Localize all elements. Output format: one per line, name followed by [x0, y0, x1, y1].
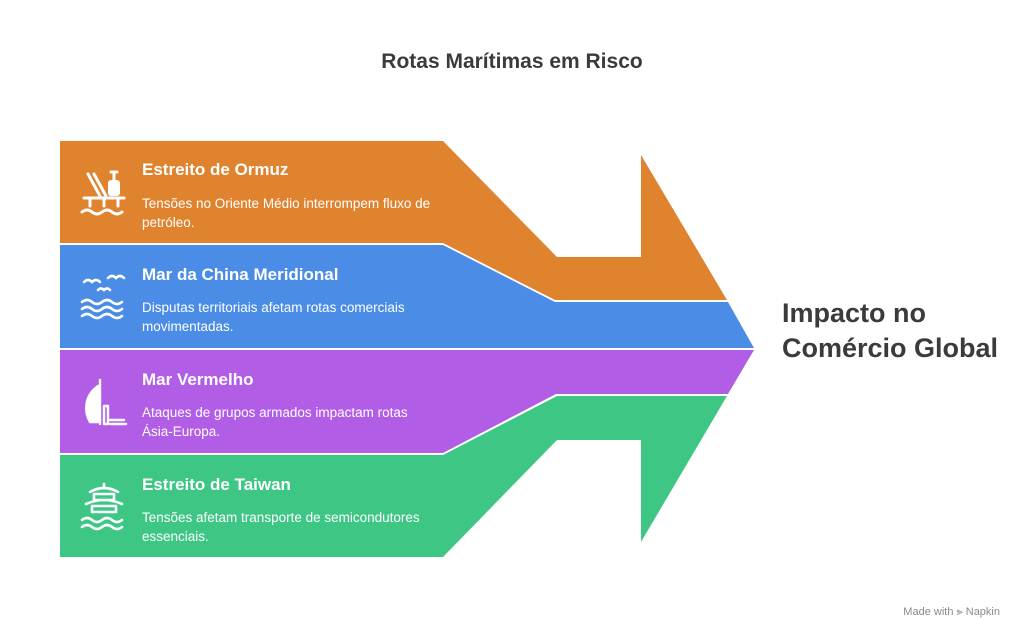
- band-mar-vermelho: [60, 350, 754, 453]
- band-estreito-de-taiwan: [60, 396, 727, 557]
- route-title-taiwan: Estreito de Taiwan: [142, 475, 291, 494]
- route-description-ormuz: Tensões no Oriente Médio interrompem flu…: [142, 196, 431, 230]
- route-title-china: Mar da China Meridional: [142, 265, 339, 284]
- pagoda-waves-icon: [80, 482, 124, 531]
- route-title-vermelho: Mar Vermelho: [142, 370, 254, 389]
- birds-waves-icon: [80, 274, 126, 320]
- band-mar-da-china-meridional: [60, 245, 754, 348]
- footer-credit[interactable]: Made with ⪢ Napkin: [903, 606, 1000, 618]
- band-estreito-de-ormuz: [60, 141, 727, 300]
- result-label: Impacto no Comércio Global: [782, 298, 999, 363]
- route-description-taiwan: Tensões afetam transporte de semiconduto…: [142, 510, 420, 544]
- route-description-vermelho: Ataques de grupos armados impactam rotas…: [142, 405, 408, 439]
- route-description-china: Disputas territoriais afetam rotas comer…: [142, 300, 405, 334]
- route-title-ormuz: Estreito de Ormuz: [142, 160, 289, 179]
- diagram-title: Rotas Marítimas em Risco: [381, 50, 643, 73]
- sailing-tower-icon: [85, 378, 128, 426]
- oil-platform-icon: [80, 170, 126, 216]
